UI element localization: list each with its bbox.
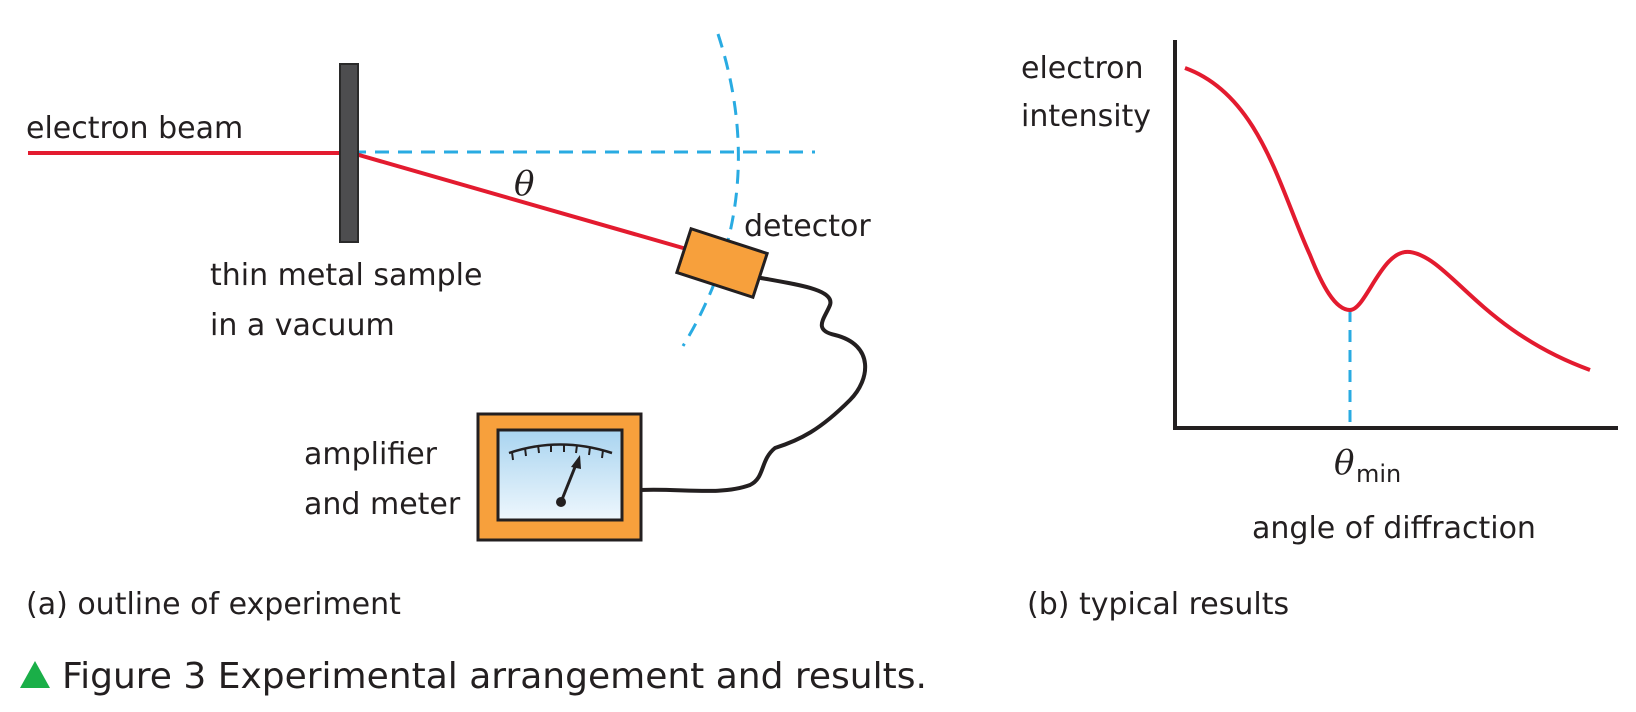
detector-label: detector bbox=[744, 209, 871, 244]
meter-needle-tip bbox=[571, 455, 581, 469]
panel-b-caption: (b) typical results bbox=[1027, 587, 1289, 622]
theta-min-subscript: min bbox=[1356, 460, 1401, 488]
panel-a-caption: (a) outline of experiment bbox=[26, 587, 401, 622]
y-axis-label-line1: electron bbox=[1021, 51, 1144, 86]
figure-caption: Figure 3 Experimental arrangement and re… bbox=[20, 656, 927, 697]
meter-label-line2: and meter bbox=[304, 487, 461, 522]
figure-caption-text: Figure 3 Experimental arrangement and re… bbox=[62, 656, 927, 697]
panel-a-experiment: electron beam θ detector thin metal samp… bbox=[26, 33, 871, 622]
panel-b-results: electron intensity θ min angle of diffra… bbox=[1021, 40, 1618, 622]
amplifier-meter bbox=[476, 412, 643, 542]
y-axis-label-line2: intensity bbox=[1021, 99, 1151, 134]
sample-label-line2: in a vacuum bbox=[210, 308, 395, 343]
sample-label-line1: thin metal sample bbox=[210, 258, 482, 293]
caption-triangle-icon bbox=[20, 661, 50, 688]
electron-beam-label: electron beam bbox=[26, 111, 243, 146]
detector-arc-dashed bbox=[681, 33, 740, 347]
intensity-curve bbox=[1184, 66, 1591, 372]
signal-cable bbox=[638, 276, 868, 493]
meter-needle-pivot bbox=[556, 497, 566, 507]
diffracted-electron-beam bbox=[351, 151, 691, 252]
meter-needle bbox=[559, 461, 579, 503]
thin-metal-sample bbox=[339, 63, 359, 243]
detector-box bbox=[674, 226, 770, 300]
meter-scale-ticks bbox=[511, 444, 604, 461]
angle-theta-label: θ bbox=[514, 164, 534, 204]
theta-min-symbol: θ bbox=[1334, 443, 1354, 483]
meter-scale-arc bbox=[508, 443, 613, 455]
meter-label-line1: amplifier bbox=[304, 437, 438, 472]
x-axis-label: angle of diffraction bbox=[1252, 511, 1536, 546]
